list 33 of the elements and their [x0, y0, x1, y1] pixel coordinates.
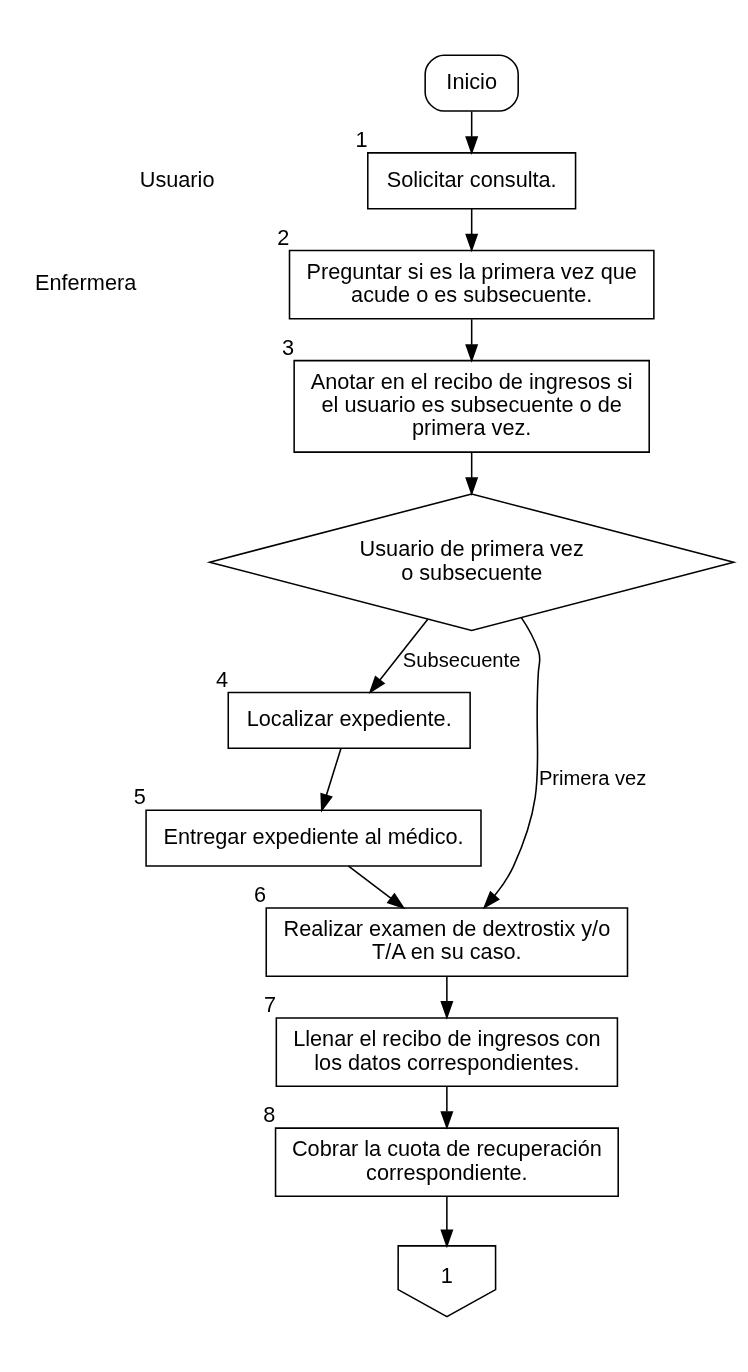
node-box: Localizar expediente. — [227, 691, 471, 750]
node-label: 4 — [216, 666, 229, 692]
node-label: 2 — [277, 224, 290, 250]
label: Usuario — [139, 166, 215, 192]
arrow — [320, 747, 342, 813]
node-box: Anotar en el recibo de ingresos si el usuario es subsecuente o de primera vez. — [293, 359, 650, 453]
edge-label: Primera vez — [538, 766, 647, 789]
node-box: Entregar expediente al médico. — [145, 809, 482, 867]
arrow — [465, 451, 479, 496]
arrow — [440, 1196, 454, 1249]
node-box: Cobrar la cuota de recuperación correspondiente. — [274, 1127, 619, 1198]
arrow — [368, 618, 429, 695]
node-label: 8 — [263, 1102, 276, 1128]
node-label: 5 — [133, 784, 146, 810]
node-label: 7 — [264, 992, 277, 1018]
arrow — [440, 975, 454, 1020]
arrow — [440, 1085, 454, 1130]
label: Enfermera — [34, 270, 137, 296]
arrow — [465, 208, 479, 253]
node-label: 1 — [355, 126, 368, 152]
arrow — [465, 110, 479, 155]
node-box: Inicio — [424, 54, 519, 112]
node-box: Llenar el recibo de ingresos con los datos correspondientes. — [275, 1017, 619, 1088]
arrow — [482, 616, 541, 910]
node-box: Preguntar si es la primera vez que acude o es subsecuente. — [288, 249, 655, 320]
arrow — [347, 865, 406, 910]
edge-label: Subsecuente — [402, 648, 521, 671]
node-diamond: Usuario de primera vez o subsecuente — [206, 493, 737, 632]
node-box: Solicitar consulta. — [367, 152, 577, 210]
arrow — [465, 318, 479, 363]
node-label: 3 — [281, 334, 294, 360]
node-box: Realizar examen de dextrostix y/o T/A en su caso. — [265, 907, 629, 977]
node-label: 6 — [254, 882, 267, 908]
